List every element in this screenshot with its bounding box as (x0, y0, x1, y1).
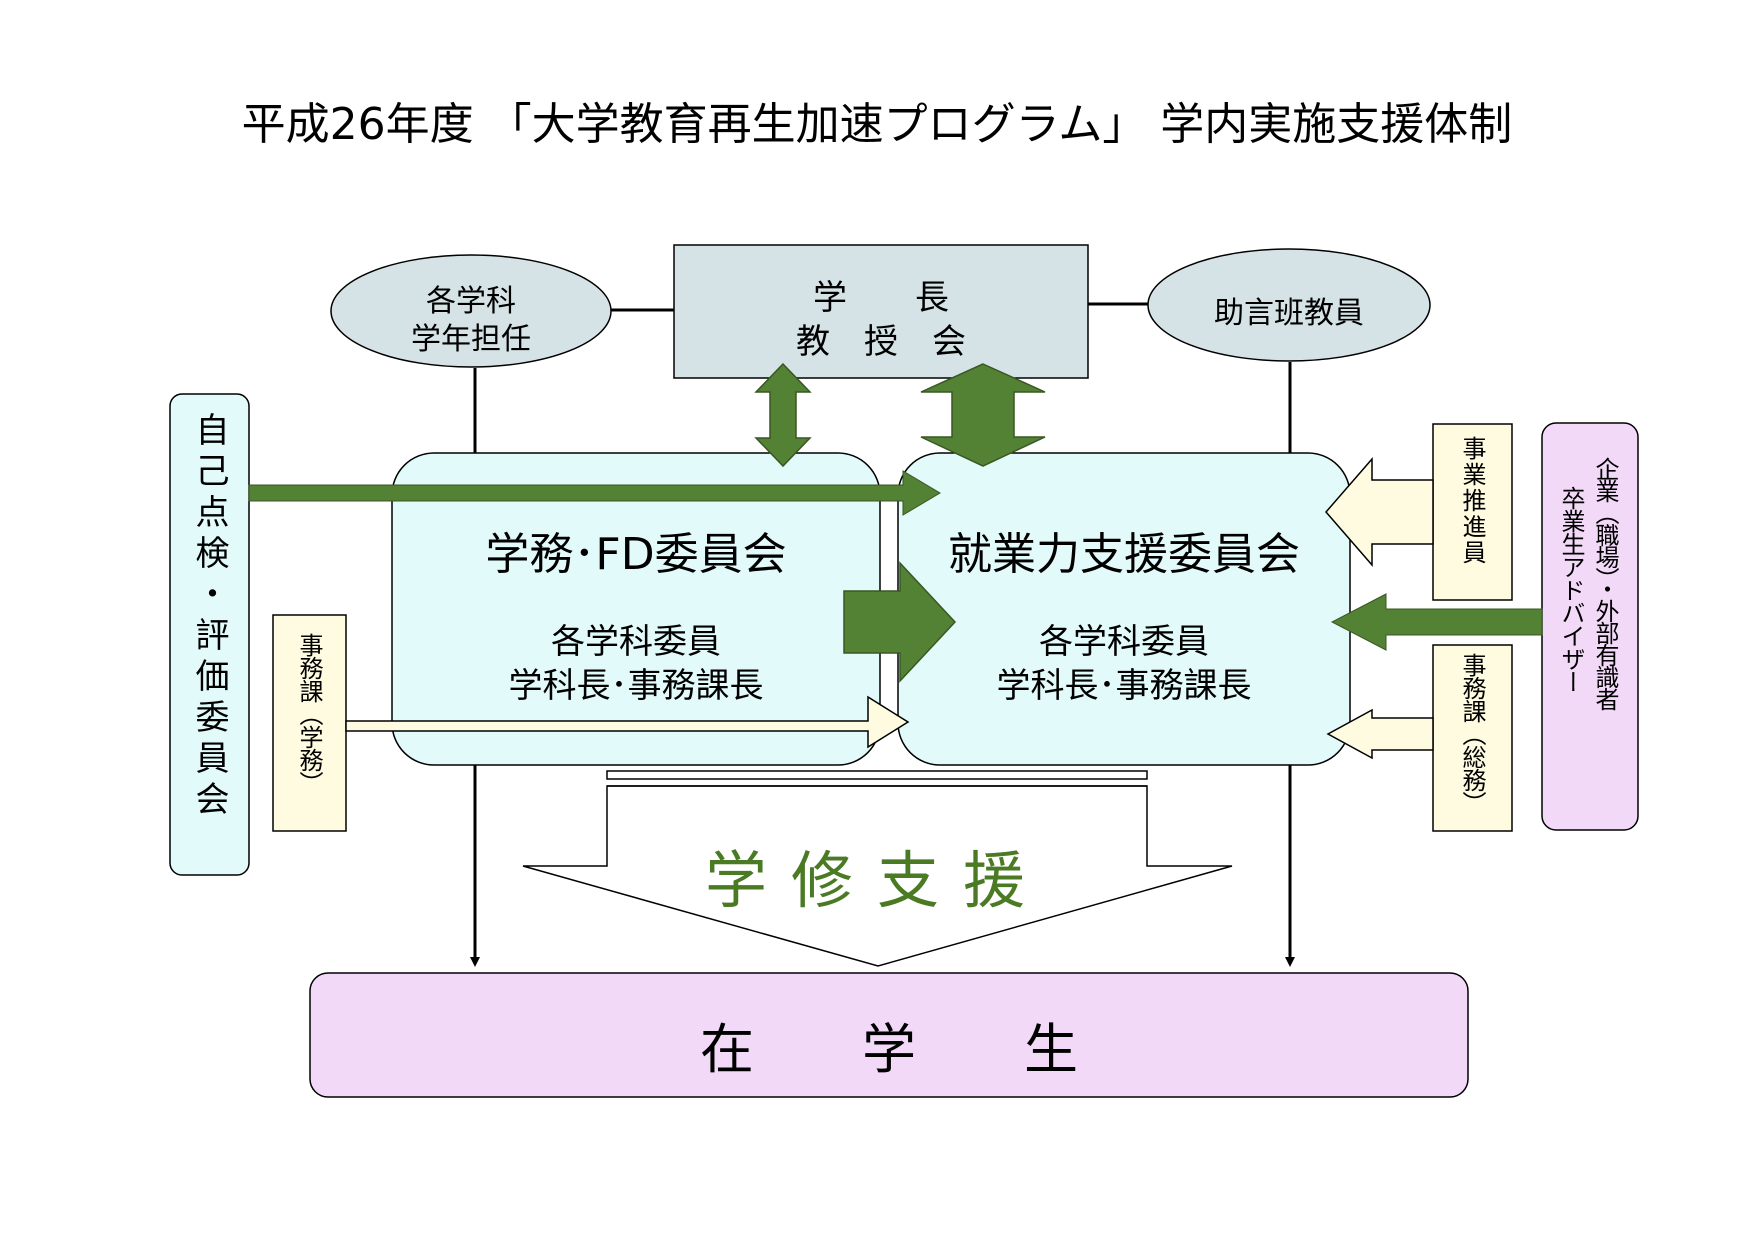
fd-committee-line1: 各学科委員 (551, 622, 721, 662)
self-eval-box (169, 393, 250, 876)
president-line2: 教 授 会 (796, 322, 966, 362)
arrow-fd-to-employ (843, 561, 957, 683)
dept-homeroom-line2: 学年担任 (411, 322, 531, 357)
arrow-office-academic-to-employ (345, 695, 910, 749)
office-academic-box (272, 614, 347, 832)
dept-homeroom-line1: 各学科 (426, 284, 516, 319)
office-general-label: 事務課（総務） (1458, 653, 1486, 814)
president-faculty-box (673, 244, 1089, 379)
support-banner-arrow (522, 785, 1233, 967)
students-label: 在 学 生 (700, 1018, 1078, 1081)
double-arrow-president-fd (754, 362, 812, 468)
office-general-box (1432, 644, 1513, 832)
project-staff-box (1432, 423, 1513, 601)
double-arrow-president-employ (920, 363, 1046, 467)
dept-homeroom-node (330, 254, 612, 368)
employ-committee-box (897, 452, 1351, 766)
support-banner-label: 学修支援 (704, 844, 1049, 917)
office-academic-label: 事務課（学務） (295, 633, 323, 794)
fd-committee-title: 学務･FD委員会 (485, 529, 787, 580)
advisor-faculty-node (1147, 248, 1431, 362)
advisor-faculty-label: 助言班教員 (1214, 296, 1364, 331)
external-line2: 卒業生アドバイザー (1557, 486, 1585, 693)
fd-committee-line2: 学科長･事務課長 (508, 666, 764, 706)
arrow-self-eval-to-employ (248, 470, 941, 516)
students-box (309, 972, 1469, 1098)
arrow-external-to-employ (1330, 593, 1543, 651)
employ-committee-title: 就業力支援委員会 (948, 529, 1300, 580)
diagram-title: 平成26年度 「大学教育再生加速プログラム」 学内実施支援体制 (241, 99, 1513, 150)
project-staff-label: 事業推進員 (1458, 436, 1486, 566)
president-line1: 学 長 (813, 278, 949, 318)
employ-committee-line1: 各学科委員 (1039, 622, 1209, 662)
arrow-office-general-to-employ (1326, 708, 1434, 760)
arrow-project-staff-to-employ (1325, 456, 1434, 568)
support-banner-top-bar (606, 770, 1148, 780)
employ-committee-line2: 学科長･事務課長 (996, 666, 1252, 706)
self-eval-label: 自己点検・評価委員会 (189, 412, 229, 822)
external-line1: 企業（職場）・外部有識者 (1591, 457, 1619, 709)
